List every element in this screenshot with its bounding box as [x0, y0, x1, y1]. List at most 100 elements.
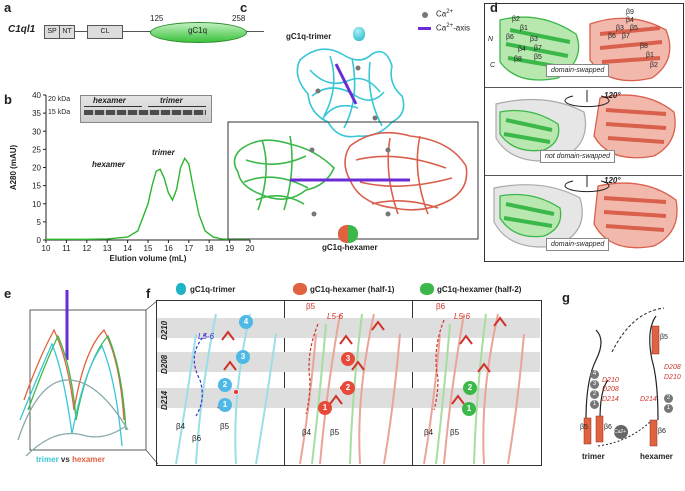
strand-label-right-b9: β9: [626, 9, 634, 16]
g-res-left-d210: D210: [602, 377, 619, 384]
panel-b-label: b: [4, 92, 12, 107]
f-title-icon-3: [420, 283, 434, 295]
y-tick-label: 30: [32, 127, 41, 136]
strand-label-right-b4: β4: [626, 17, 634, 24]
domain-end-number: 258: [232, 14, 246, 23]
f-title-half1: gC1q-hexamer (half-1): [310, 285, 395, 294]
legend-axis-sup: 2+: [446, 23, 454, 29]
panel-d-divider-2: [485, 175, 682, 176]
x-tick-label: 15: [144, 244, 153, 253]
legend-ca-text: Ca2+: [436, 9, 453, 19]
tag-domain-swapped-1: domain-swapped: [546, 64, 610, 77]
strand-label-right-b8: β8: [640, 43, 648, 50]
ca-ion: [315, 88, 321, 94]
g-res-right-d208: D208: [664, 364, 681, 371]
ca-site-number: 1: [466, 404, 472, 413]
ca-site-2: 2: [463, 381, 477, 395]
caption-hexamer: hexamer: [72, 455, 105, 464]
rotation-label-2: 120°: [604, 176, 621, 185]
panel-c-label: c: [240, 0, 248, 15]
trimer-icon: [353, 27, 365, 41]
ca-ion: [372, 115, 378, 121]
tag-domain-swapped-2: domain-swapped: [546, 238, 610, 251]
ca-site-3: 3: [236, 350, 250, 364]
gene-name: C1ql1: [8, 24, 36, 35]
panel-f-label: f: [146, 286, 151, 301]
ca-site-2: 2: [218, 378, 232, 392]
peak-label-trimer: trimer: [152, 148, 175, 157]
g-site-4: 4: [590, 370, 599, 379]
g-res-left-d214: D214: [602, 396, 619, 403]
f-title-half2: gC1q-hexamer (half-2): [437, 285, 522, 294]
strand-label-left-b5: β5: [534, 54, 542, 61]
y-tick-label: 0: [37, 236, 42, 245]
domain-start-number: 125: [150, 14, 164, 23]
hexamer-green-ribbon: [233, 135, 335, 211]
g-site-number: 3: [592, 381, 597, 387]
panel-a-label: a: [4, 0, 12, 15]
legend-ca-dot: [422, 12, 428, 18]
strand-label-right-b6: β6: [608, 33, 616, 40]
x-tick-label: 13: [103, 244, 112, 253]
ca-site-1: 1: [218, 398, 232, 412]
loop-label-half2: L5-6: [454, 312, 471, 321]
strand-label-left-b3: β3: [530, 36, 538, 43]
panel-d-frame: [484, 3, 684, 262]
y-tick-label: 20: [32, 164, 41, 173]
series-line-0: [46, 157, 250, 240]
strand-label-right-b3: β3: [616, 25, 624, 32]
g-site-3: 3: [590, 380, 599, 389]
hexamer-box: [227, 121, 479, 240]
c-terminus: C: [490, 62, 496, 69]
gel-label-trimer: trimer: [160, 96, 183, 105]
y-tick-label: 35: [32, 109, 41, 118]
g-caption-hexamer: hexamer: [640, 452, 673, 461]
g-site-number: 4: [592, 371, 597, 377]
hexamer-red-ribbon: [344, 131, 468, 215]
panel-d-divider-1: [485, 87, 682, 88]
f3-strand-b6: β6: [436, 302, 446, 311]
legend-axis-text: Ca2+-axis: [436, 23, 470, 33]
x-tick-label: 10: [42, 244, 51, 253]
ca-site-number: 2: [467, 383, 473, 392]
panel-f-frame: [156, 300, 542, 466]
peak-label-hexamer: hexamer: [92, 160, 125, 169]
f-title-icon-2: [293, 283, 307, 295]
tag-not-domain-swapped: not domain-swapped: [540, 150, 615, 163]
y-tick-label: 15: [32, 182, 41, 191]
g-strand-b5-left: β5: [580, 424, 588, 431]
n-terminus: N: [488, 36, 494, 43]
x-tick-label: 11: [62, 244, 71, 253]
g-site-number: 1: [592, 401, 597, 407]
residue-d214: D214: [160, 390, 169, 410]
trimer-ribbon: [296, 48, 405, 138]
panel-d-label: d: [490, 0, 498, 15]
g-site-number: 2: [666, 395, 671, 401]
g-strand-b5-right: β5: [660, 334, 668, 341]
f1-strand-b6: β6: [192, 434, 202, 443]
f1-strand-b4: β4: [176, 422, 186, 431]
g-res-right-d214: D214: [640, 396, 657, 403]
gel-bands: [84, 110, 206, 115]
g-res-left-d208: D208: [602, 386, 619, 393]
caption-vs: vs: [60, 455, 70, 464]
panel-e-label: e: [4, 286, 12, 301]
ca-site-number: 2: [345, 383, 351, 392]
f2-strand-b5: β5: [306, 302, 316, 311]
marker-15kda: 15 kDa: [48, 109, 71, 116]
g-site-number: 1: [666, 405, 671, 411]
g-site-number: 2: [592, 391, 597, 397]
ca-site-number: 3: [240, 352, 246, 361]
x-axis-label: Elution volume (mL): [110, 254, 187, 263]
ca-site-number: 3: [345, 354, 351, 363]
x-tick-label: 16: [164, 244, 173, 253]
strand-label-left-b4: β4: [518, 46, 526, 53]
f-title-icon-1: [176, 283, 186, 295]
strand-label-right-b2: β2: [650, 62, 658, 69]
g-caption-trimer: trimer: [582, 452, 605, 461]
ca-site-3: 3: [341, 352, 355, 366]
strand-label-left-b6: β6: [506, 34, 514, 41]
legend-axis-label: Ca: [436, 23, 447, 33]
legend-ca-label: Ca: [436, 9, 447, 19]
y-axis-label: A280 (mAU): [9, 144, 18, 190]
